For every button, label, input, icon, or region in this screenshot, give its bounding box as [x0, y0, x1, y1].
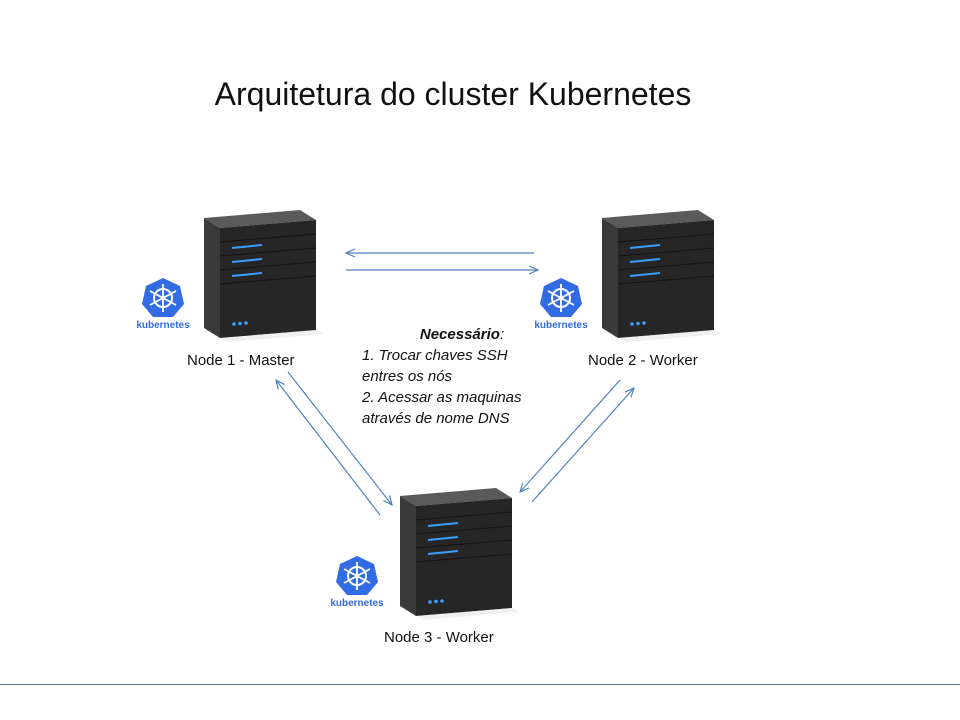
note-line: entres os nós [362, 368, 453, 385]
footer-divider [0, 684, 960, 685]
kubernetes-logo-icon [142, 278, 184, 317]
note-heading: Necessário: [362, 324, 562, 345]
note-line: através de nome DNS [362, 410, 510, 427]
kubernetes-logo: kubernetes [128, 276, 198, 340]
page-title: Arquitetura do cluster Kubernetes [214, 76, 692, 112]
note-heading-suffix: : [499, 326, 505, 343]
node1-label: Node 1 - Master [187, 352, 295, 369]
arrow-node3-to-node1 [276, 380, 381, 516]
note-line: 1. Trocar chaves SSH [362, 347, 508, 364]
kubernetes-logo-text: kubernetes [534, 320, 588, 331]
arrow-node3-to-node2 [531, 388, 634, 503]
kubernetes-logo-icon [540, 278, 582, 317]
note-line: 2. Acessar as maquinas [362, 389, 522, 406]
node2-label: Node 2 - Worker [588, 352, 698, 369]
arrow-node2-to-node3 [520, 379, 621, 492]
kubernetes-logo: kubernetes [322, 554, 392, 618]
kubernetes-logo-text: kubernetes [136, 320, 190, 331]
server-icon [602, 210, 722, 342]
kubernetes-logo-icon [336, 556, 378, 595]
server-icon [204, 210, 324, 342]
server-icon [400, 488, 520, 620]
requirements-note: Necessário: 1. Trocar chaves SSH entres … [362, 324, 562, 429]
arrow-node1-to-node3 [287, 371, 392, 505]
note-heading-text: Necessário [419, 326, 500, 343]
node3-label: Node 3 - Worker [384, 629, 494, 646]
kubernetes-logo-text: kubernetes [330, 598, 384, 609]
kubernetes-logo: kubernetes [526, 276, 596, 340]
